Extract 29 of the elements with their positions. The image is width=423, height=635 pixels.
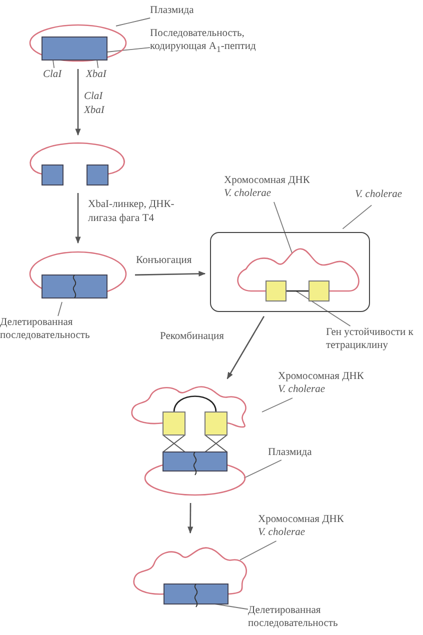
leader-line: [106, 47, 150, 52]
leader-line: [96, 60, 99, 68]
arrow: [75, 193, 81, 244]
leader-line: [52, 60, 55, 68]
leader-line: [58, 302, 62, 316]
label-text: Последовательность, кодирующая A$_{1}$-пептид: [150, 27, 275, 56]
arrow: [188, 503, 194, 534]
label-text: Плазмида: [268, 446, 324, 460]
label-text: Ген устойчивости к тетрациклину: [326, 326, 418, 352]
label-text: Делетированная последовательность: [0, 316, 108, 342]
leader-line: [240, 540, 277, 560]
label-text: Делетированная последовательность: [248, 604, 358, 630]
label-text: ClaI: [43, 68, 67, 82]
cell-box: [210, 232, 370, 312]
leader-line: [296, 290, 351, 326]
label-text: XbaI: [86, 68, 112, 82]
label-text: Хромосомная ДНК V. cholerae: [278, 370, 368, 396]
leader-line: [342, 204, 372, 230]
leader-line: [116, 18, 151, 26]
arrow: [226, 316, 265, 380]
leader-line: [262, 398, 293, 412]
arrow: [75, 69, 81, 136]
leader-line: [244, 460, 282, 478]
label-text: Плазмида: [150, 4, 210, 18]
arrow: [134, 270, 206, 277]
label-text: Хромосомная ДНК V. cholerae: [258, 513, 348, 540]
label-text: V. cholerae: [355, 188, 413, 202]
leader-line: [274, 202, 292, 254]
label-text: Хромосомная ДНК V. cholerae: [224, 174, 314, 200]
